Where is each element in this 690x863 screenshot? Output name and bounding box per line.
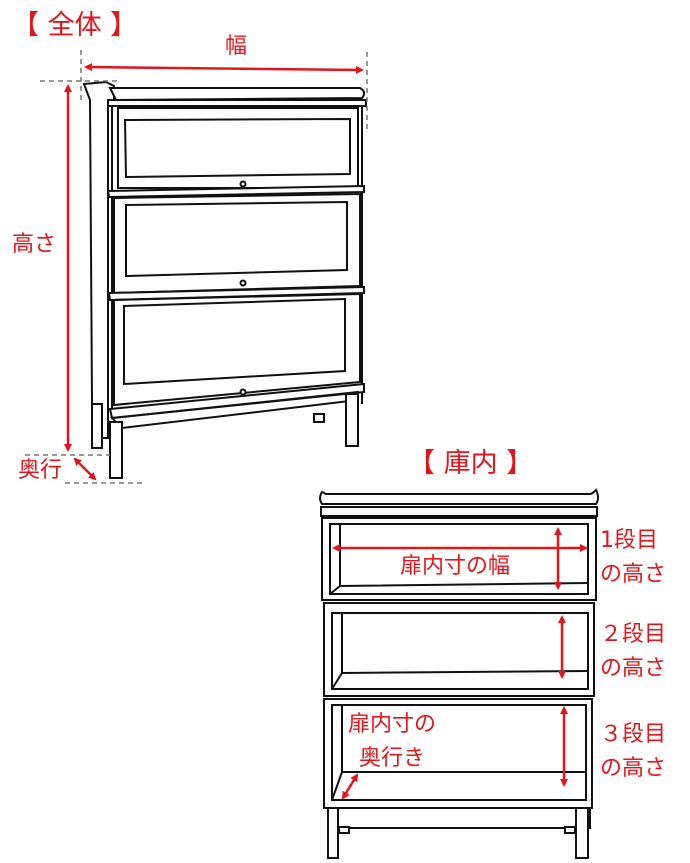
interior-section-title: 【 庫内 】	[408, 448, 534, 479]
depth-label: 奥行	[18, 458, 63, 483]
height-label: 高さ	[12, 232, 57, 257]
door-depth-line1: 扉内寸の	[348, 712, 437, 737]
width-label: 幅	[225, 34, 248, 59]
tier2-line1: ２段目	[600, 622, 667, 647]
overall-section-title: 【 全体 】	[12, 10, 138, 41]
door-inner-width-label: 扉内寸の幅	[400, 554, 511, 579]
door-inner-depth-arrow	[341, 773, 359, 800]
overall-guides	[25, 50, 368, 484]
tier1-height-label: 1段目 の高さ	[600, 524, 666, 592]
tier2-line2: の高さ	[600, 656, 667, 681]
depth-arrow	[73, 457, 97, 481]
interior-bookcase-drawing	[319, 488, 599, 859]
tier3-line2: の高さ	[600, 756, 667, 781]
overall-bookcase-drawing	[82, 80, 367, 479]
tier1-line2: の高さ	[600, 562, 667, 587]
overall-dimension-arrows	[64, 63, 364, 481]
tier3-height-label: ３段目 の高さ	[600, 718, 666, 786]
width-arrow	[84, 63, 364, 74]
door-depth-line2: 奥行き	[359, 746, 426, 771]
tier1-line1: 1段目	[600, 528, 658, 553]
door-inner-depth-label: 扉内寸の 奥行き	[348, 708, 436, 776]
tier3-line1: ３段目	[600, 722, 667, 747]
tier2-height-label: ２段目 の高さ	[600, 618, 666, 686]
interior-dimension-arrows	[332, 527, 588, 800]
